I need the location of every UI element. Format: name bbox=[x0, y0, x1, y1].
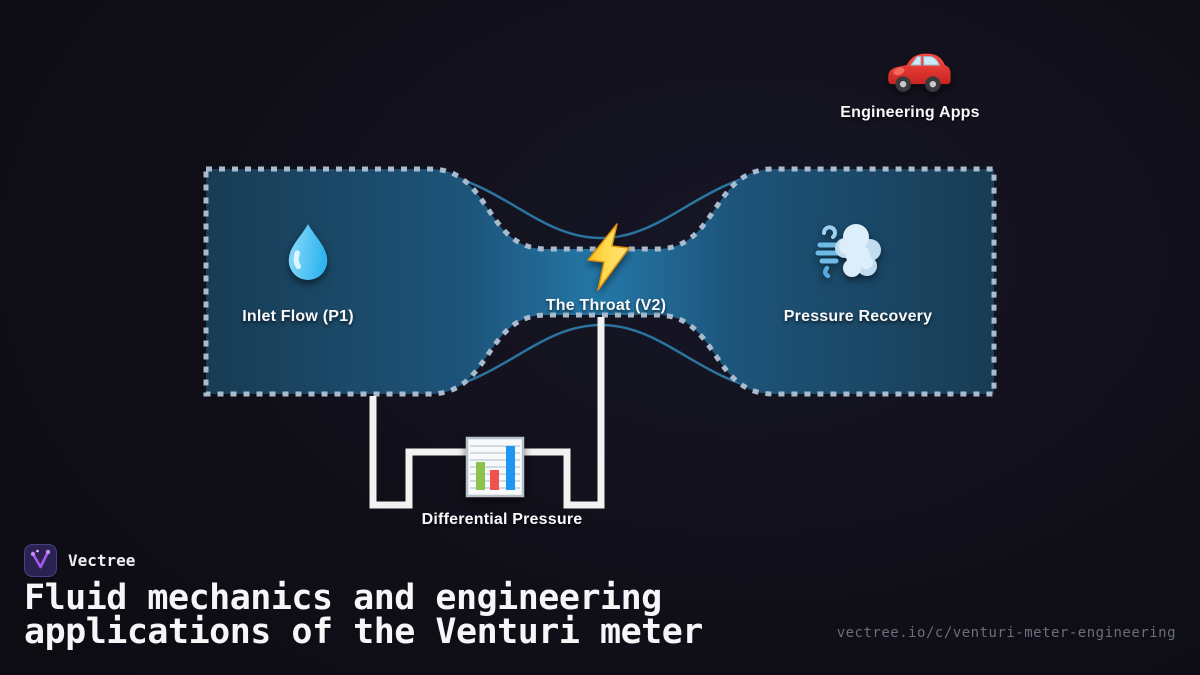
car-icon bbox=[888, 53, 951, 92]
page-title-line2: applications of the Venturi meter bbox=[24, 612, 703, 652]
bar-chart-icon bbox=[465, 436, 525, 498]
page-title: Fluid mechanics and engineering applicat… bbox=[24, 578, 703, 652]
pressure-recovery-label: Pressure Recovery bbox=[783, 308, 933, 325]
water-drop-icon bbox=[288, 224, 328, 280]
flow-line-top bbox=[433, 170, 769, 240]
page-url: vectree.io/c/venturi-meter-engineering bbox=[836, 625, 1176, 641]
differential-pressure-label: Differential Pressure bbox=[421, 511, 583, 528]
lightning-icon bbox=[587, 223, 630, 291]
brand-name: Vectree bbox=[68, 551, 136, 570]
page-title-line1: Fluid mechanics and engineering bbox=[24, 578, 662, 618]
inlet-flow-label: Inlet Flow (P1) bbox=[242, 308, 354, 325]
engineering-apps-label: Engineering Apps bbox=[840, 104, 980, 121]
throat-label: The Throat (V2) bbox=[545, 297, 667, 314]
wind-icon bbox=[815, 224, 881, 279]
vectree-logo-icon bbox=[24, 544, 57, 577]
